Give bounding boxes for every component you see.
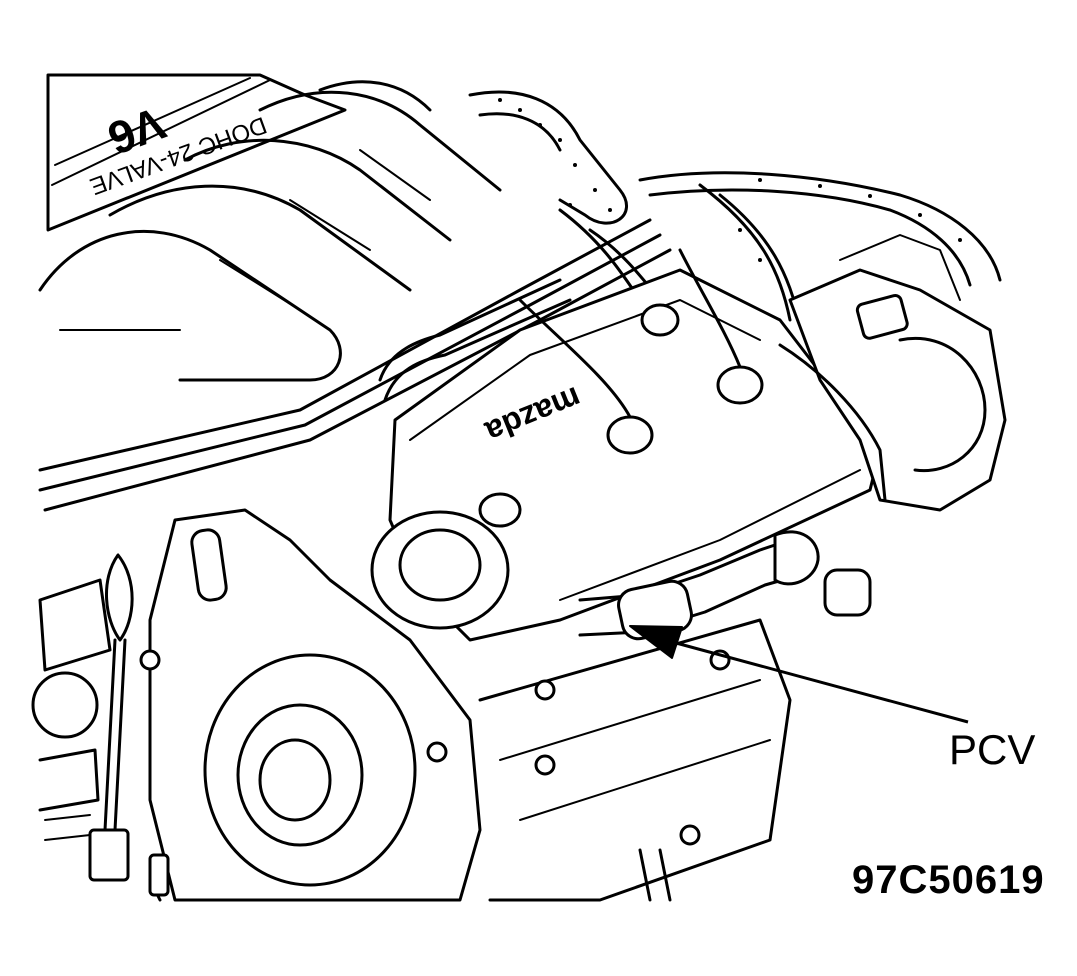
figure-id: 97C50619 [852, 858, 1045, 902]
valve-cover: mazda [370, 248, 882, 642]
pcv-valve [578, 530, 872, 641]
wiring-harness [38, 218, 672, 512]
lower-left-components [31, 578, 170, 902]
intake-runners [38, 80, 502, 382]
timing-belt-cover [139, 508, 482, 902]
pcv-callout-arrow [629, 625, 969, 724]
pcv-callout-label: PCV [949, 726, 1036, 773]
engine-block [478, 618, 792, 902]
distributor-assembly [778, 234, 1007, 512]
dipstick [88, 553, 134, 882]
